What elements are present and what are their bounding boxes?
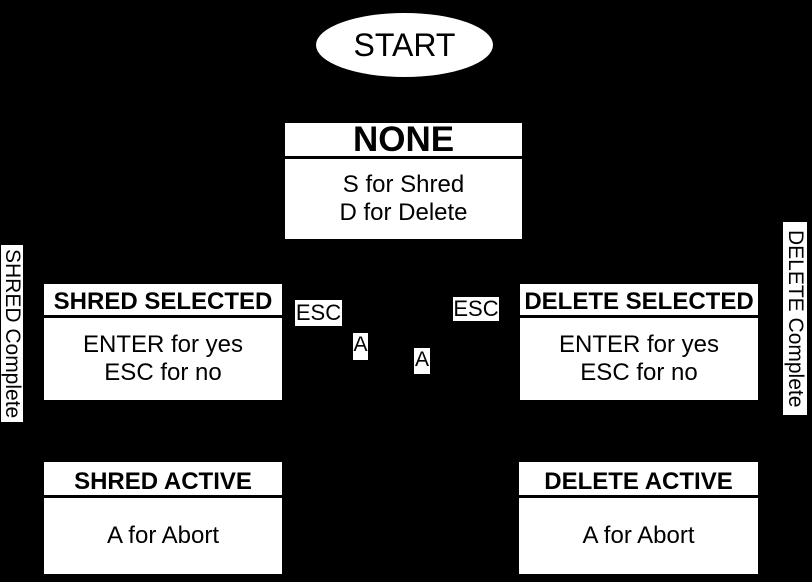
side-label-delete-complete: DELETE Complete (783, 222, 807, 415)
node-body-line: ESC for no (104, 359, 222, 386)
node-body-line: ENTER for yes (82, 331, 244, 358)
node-body-line: A for Abort (106, 522, 220, 549)
node-body-line: ENTER for yes (558, 331, 720, 358)
node-body: ENTER for yes ESC for no (520, 318, 758, 400)
edge-label-a-right: A (414, 348, 430, 374)
state-node-shred-active: SHRED ACTIVE A for Abort (44, 462, 282, 574)
node-body-line: ESC for no (580, 359, 698, 386)
state-node-delete-active: DELETE ACTIVE A for Abort (519, 462, 758, 574)
start-node: START (316, 13, 493, 77)
node-body: S for Shred D for Delete (285, 159, 522, 239)
start-node-label: START (353, 26, 456, 63)
node-body-line: A for Abort (582, 522, 695, 549)
node-title: NONE (285, 122, 522, 159)
node-title: DELETE ACTIVE (519, 462, 758, 498)
node-body-line: S for Shred (342, 171, 465, 198)
state-node-delete-selected: DELETE SELECTED ENTER for yes ESC for no (520, 284, 758, 400)
node-body-line: D for Delete (339, 199, 468, 226)
node-title: SHRED ACTIVE (44, 462, 282, 498)
node-body: A for Abort (44, 498, 282, 574)
node-title: DELETE SELECTED (520, 284, 758, 318)
node-body: A for Abort (519, 498, 758, 574)
edge-label-esc-right: ESC (453, 296, 499, 321)
edge-label-esc-left: ESC (295, 300, 342, 326)
node-title: SHRED SELECTED (44, 284, 282, 318)
state-node-shred-selected: SHRED SELECTED ENTER for yes ESC for no (44, 284, 282, 400)
edge-label-a-left: A (353, 333, 368, 360)
node-body: ENTER for yes ESC for no (44, 318, 282, 400)
side-label-shred-complete: SHRED Complete (1, 245, 24, 422)
state-node-none: NONE S for Shred D for Delete (285, 122, 522, 239)
